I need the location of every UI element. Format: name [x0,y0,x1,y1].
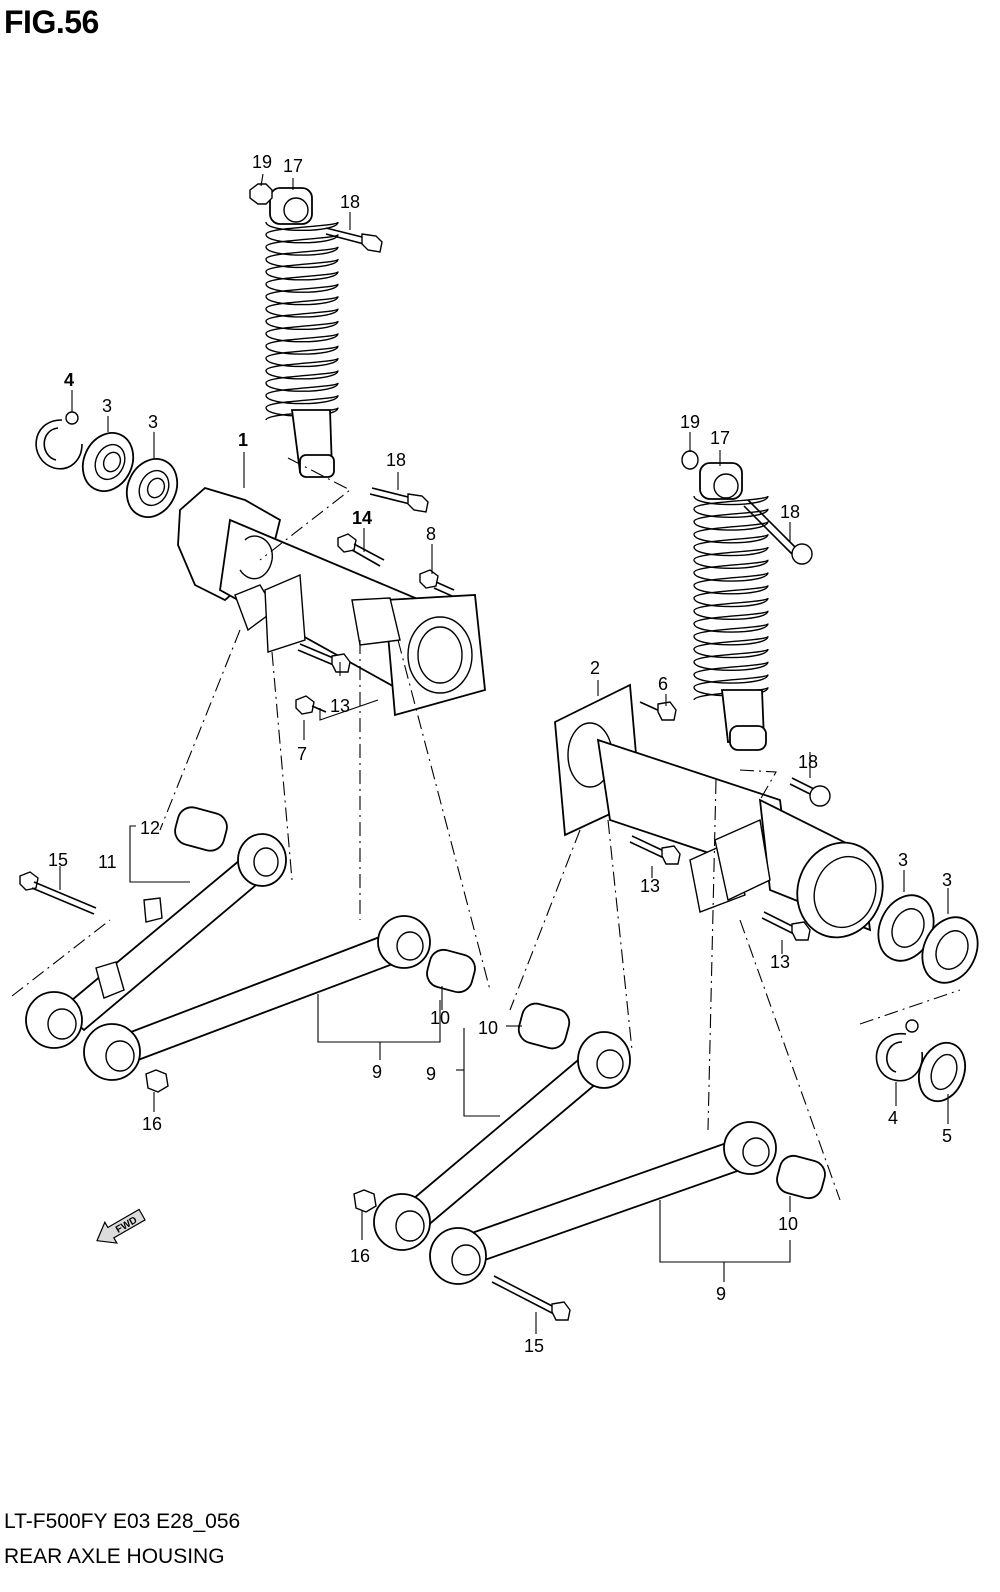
left-housing-bolt-13 [297,643,351,673]
right-housing-bolt-13-lower [761,911,811,941]
right-oil-seal [918,1041,966,1103]
callout-15-left: 15 [48,850,68,870]
left-bearing-outer [81,432,135,492]
rear-axle-housing-right [554,683,884,939]
callout-4-right: 4 [888,1108,898,1128]
figure-title: FIG.56 [4,4,99,40]
callout-13-right-upper: 13 [640,876,660,896]
rear-axle-housing-left [177,486,486,717]
left-shock-absorber [265,187,339,478]
right-arm-bolt-15 [491,1275,571,1321]
left-housing-bolt-14 [337,533,385,567]
left-lower-arm-9 [83,915,476,1081]
right-circlip [875,1019,923,1082]
callout-12: 12 [140,818,160,838]
right-housing-bolt-6 [639,701,677,721]
right-shock-absorber [693,462,769,751]
callout-2: 2 [590,658,600,678]
right-shock-upper-bolt [743,499,813,565]
assembly-name: REAR AXLE HOUSING [4,1545,225,1568]
right-bearing-inner [921,916,979,984]
callout-11: 11 [98,852,117,872]
left-housing-bolt-8 [419,569,455,597]
right-bearing-outer [877,894,935,962]
callout-10-center: 10 [478,1018,498,1038]
callout-3-left-outer: 3 [102,396,112,416]
callout-13-right-lower: 13 [770,952,790,972]
leader-lines [59,173,949,1334]
callout-18-right-housing: 18 [798,752,818,772]
callout-19-left: 19 [252,152,272,172]
right-housing-bolt-18 [789,777,831,807]
left-housing-bolt-7 [295,695,327,715]
left-shock-nut [249,183,273,205]
callout-16-right: 16 [350,1246,370,1266]
callout-17-left: 17 [283,156,303,176]
callout-14: 14 [352,508,372,528]
right-shock-washer [681,450,699,470]
left-upper-arm-11 [25,806,287,1049]
callout-17-right: 17 [710,428,730,448]
callout-10-right: 10 [778,1214,798,1234]
right-arm-nut-16 [353,1189,377,1213]
callout-9-left: 9 [372,1062,382,1082]
left-shock-upper-bolt [325,227,383,253]
callout-9-right: 9 [716,1284,726,1304]
callout-10-left: 10 [430,1008,450,1028]
right-housing-bolt-13-upper [629,835,681,865]
callout-3-right-outer: 3 [898,850,908,870]
callout-13-left: 13 [330,696,350,716]
model-code: LT-F500FY E03 E28_056 [4,1510,241,1533]
callout-4-left: 4 [64,370,74,390]
left-arm-nut-16 [145,1069,169,1093]
callout-labels: 19 17 18 4 3 3 1 18 14 8 13 7 12 11 15 1… [48,152,952,1356]
callout-18-right-shock: 18 [780,502,800,522]
callout-18-left-shock: 18 [340,192,360,212]
callout-16-left: 16 [142,1114,162,1134]
left-circlip [35,411,83,470]
callout-3-left-inner: 3 [148,412,158,432]
callout-6: 6 [658,674,668,694]
callout-1: 1 [238,430,248,450]
callout-15-right: 15 [524,1336,544,1356]
callout-3-right-inner: 3 [942,870,952,890]
callout-9-center: 9 [426,1064,436,1084]
right-upper-arm-9 [373,1002,631,1251]
left-arm-bolt-15 [19,871,97,915]
callout-19-right: 19 [680,412,700,432]
left-bearing-inner [125,458,179,518]
assembly-lines [11,457,961,1201]
fwd-arrow-label: FWD [114,1215,139,1236]
callout-5: 5 [942,1126,952,1146]
left-housing-bolt-18 [369,487,429,513]
callout-8: 8 [426,524,436,544]
fwd-arrow: FWD [96,1208,146,1244]
right-lower-arm-9 [429,1121,826,1285]
callout-18-left-housing: 18 [386,450,406,470]
callout-7: 7 [297,744,307,764]
